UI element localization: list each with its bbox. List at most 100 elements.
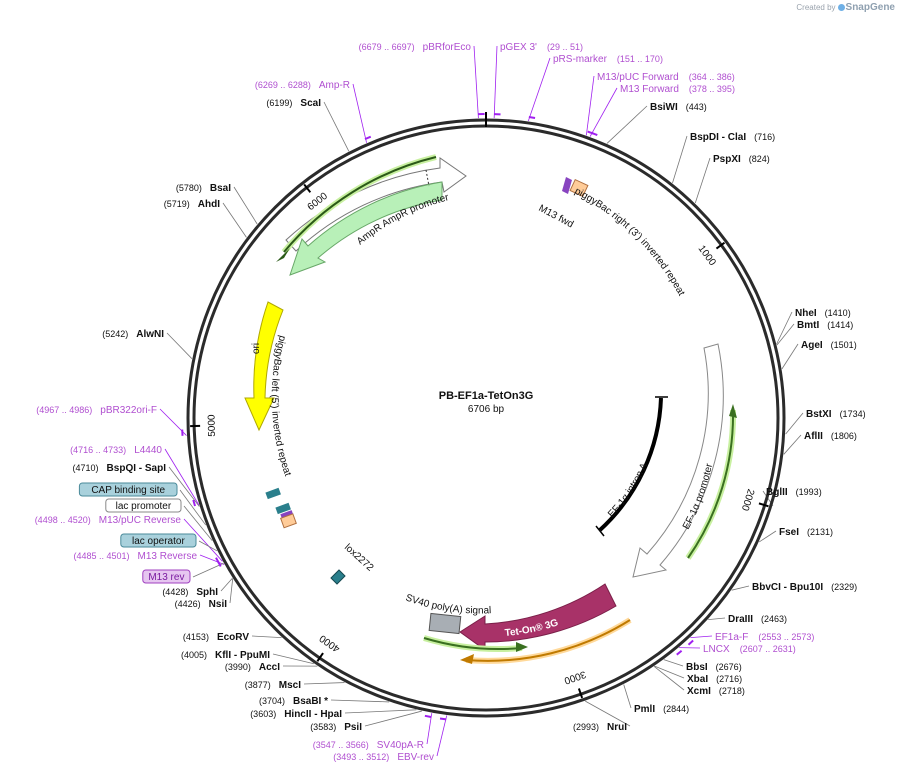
leader-line: [653, 666, 685, 691]
scale-tick: [715, 241, 726, 250]
sv40-polya-box[interactable]: [428, 612, 462, 635]
primer-label[interactable]: pRS-marker(151 .. 170): [553, 54, 663, 65]
piggybac-right-label-text: piggyBac right (3') inverted repeat: [573, 186, 687, 298]
leader-line: [758, 530, 777, 543]
enzyme-site-label[interactable]: (6199)ScaI: [266, 98, 321, 109]
enzyme-site-label[interactable]: (5242)AlwNI: [102, 329, 164, 340]
enzyme-site-label[interactable]: FseI(2131): [779, 527, 833, 538]
enzyme-site-label[interactable]: BsiWI(443): [650, 102, 707, 113]
leader-line: [783, 434, 802, 455]
primer-label[interactable]: (4485 .. 4501)M13 Reverse: [73, 551, 197, 562]
primer-label[interactable]: (3493 .. 3512)EBV-rev: [333, 752, 434, 763]
enzyme-position: (5242): [102, 329, 128, 339]
boxed-feature-label[interactable]: lac promoter: [116, 501, 172, 512]
enzyme-site-label[interactable]: BbsI(2676): [686, 662, 742, 673]
enzyme-position: (1806): [831, 431, 857, 441]
enzyme-site-label[interactable]: (3704)BsaBI *: [259, 696, 328, 707]
scale-tick: [303, 183, 312, 193]
primer-labels: (6679 .. 6697)pBRforEco pGEX 3'(29 .. 51)…: [35, 42, 815, 763]
enzyme-position: (2676): [716, 662, 742, 672]
enzyme-site-label[interactable]: BglII(1993): [766, 487, 822, 498]
enzyme-site-label[interactable]: XcmI(2718): [687, 686, 745, 697]
enzyme-site-label[interactable]: PmlI(2844): [634, 704, 689, 715]
boxed-feature-label[interactable]: CAP binding site: [91, 485, 165, 496]
sv40-label-text: SV40 poly(A) signal: [404, 592, 492, 616]
enzyme-site-label[interactable]: BbvCI - Bpu10I(2329): [752, 582, 857, 593]
primer-label[interactable]: (4967 .. 4986)pBR322ori-F: [36, 405, 157, 416]
primer-name: SV40pA-R: [377, 740, 424, 751]
enzyme-position: (4426): [175, 599, 201, 609]
enzyme-site-label[interactable]: BmtI(1414): [797, 320, 853, 331]
enzyme-site-label[interactable]: BspDI - ClaI(716): [690, 132, 775, 143]
primer-label[interactable]: (4716 .. 4733)L4440: [70, 445, 162, 456]
primer-label[interactable]: (6679 .. 6697)pBRforEco: [359, 42, 472, 53]
enzyme-name: AccI: [259, 662, 280, 673]
boxed-feature-label[interactable]: lac operator: [132, 536, 185, 547]
enzyme-name: AgeI: [801, 340, 823, 351]
enzyme-site-label[interactable]: (5719)AhdI: [164, 199, 220, 210]
enzyme-position: (1410): [825, 308, 851, 318]
m13-fwd-marker[interactable]: [562, 177, 589, 198]
enzyme-name: BsaI: [210, 183, 231, 194]
enzyme-site-label[interactable]: AgeI(1501): [801, 340, 857, 351]
branding-prefix: Created by: [796, 3, 836, 12]
enzyme-position: (1734): [840, 409, 866, 419]
enzyme-site-label[interactable]: (3603)HincII - HpaI: [250, 709, 342, 720]
primer-label[interactable]: (4498 .. 4520)M13/pUC Reverse: [35, 515, 182, 526]
primer-label[interactable]: (6269 .. 6288) Amp-R: [255, 80, 350, 91]
enzyme-site-label[interactable]: (4426)NsiI: [175, 599, 228, 610]
enzyme-position: (2993): [573, 722, 599, 732]
primer-label[interactable]: pGEX 3'(29 .. 51): [500, 42, 583, 53]
enzyme-name: BbvCI - Bpu10I: [752, 582, 823, 593]
scale-tick: [758, 502, 769, 508]
enzyme-position: (3603): [250, 709, 276, 719]
primer-label[interactable]: LNCX(2607 .. 2631): [703, 644, 796, 655]
enzyme-site-label[interactable]: NheI(1410): [795, 308, 851, 319]
enzyme-site-label[interactable]: (4005)KflI - PpuMI: [181, 650, 270, 661]
primer-binding-mark: [192, 499, 196, 507]
enzyme-site-label[interactable]: (4153)EcoRV: [183, 632, 249, 643]
enzyme-site-label[interactable]: DraIII(2463): [728, 614, 787, 625]
leader-line: [585, 75, 595, 136]
enzyme-name: PspXI: [713, 154, 741, 165]
primer-range: (6269 .. 6288): [255, 80, 311, 90]
ef1a-intron-label: EF-1α intron A: [606, 461, 650, 520]
lox2272-marker[interactable]: [330, 569, 346, 585]
leader-line: [352, 83, 367, 143]
primer-label[interactable]: M13 Forward(378 .. 395): [620, 84, 735, 95]
ef1a-promoter-arrow[interactable]: [632, 343, 724, 578]
enzyme-site-label[interactable]: (5780)BsaI: [176, 183, 231, 194]
primer-binding-mark: [216, 560, 222, 567]
enzyme-site-label[interactable]: PspXI(824): [713, 154, 770, 165]
enzyme-site-label[interactable]: (2993)NruI: [573, 722, 627, 733]
primer-binding-mark: [591, 131, 598, 137]
enzyme-site-label[interactable]: (4428)SphI: [162, 587, 218, 598]
leader-line: [164, 448, 200, 506]
enzyme-site-label[interactable]: BstXI(1734): [806, 409, 866, 420]
primer-name: Amp-R: [319, 80, 350, 91]
ef1a-intron-label-text: EF-1α intron A: [606, 461, 650, 520]
leader-line: [776, 323, 795, 346]
enzyme-site-label[interactable]: (3877)MscI: [245, 680, 301, 691]
enzyme-site-label[interactable]: (4710)BspQI - SapI: [73, 463, 167, 474]
enzyme-site-label[interactable]: (3990)AccI: [225, 662, 280, 673]
primer-range: (3547 .. 3566): [313, 740, 369, 750]
branding-name: SnapGene: [845, 2, 895, 13]
leader-line: [493, 45, 498, 119]
primer-label[interactable]: EF1a-F(2553 .. 2573): [715, 632, 814, 643]
boxed-feature-label[interactable]: M13 rev: [148, 572, 184, 583]
enzyme-name: AhdI: [198, 199, 220, 210]
leader-line: [731, 585, 750, 591]
enzyme-position: (1414): [827, 320, 853, 330]
enzyme-site-label[interactable]: AflII(1806): [804, 431, 857, 442]
primer-label[interactable]: (3547 .. 3566) SV40pA-R: [313, 740, 424, 751]
ori-arrow[interactable]: [244, 301, 284, 432]
ampr-arrow[interactable]: [289, 181, 443, 276]
enzyme-site-label[interactable]: XbaI(2716): [687, 674, 742, 685]
primer-label[interactable]: M13/pUC Forward(364 .. 386): [597, 72, 735, 83]
enzyme-position: (2718): [719, 686, 745, 696]
lac-region-markers[interactable]: [265, 487, 297, 529]
leader-line: [233, 186, 258, 225]
enzyme-site-label[interactable]: (3583)PsiI: [310, 722, 362, 733]
leader-line: [776, 311, 793, 345]
